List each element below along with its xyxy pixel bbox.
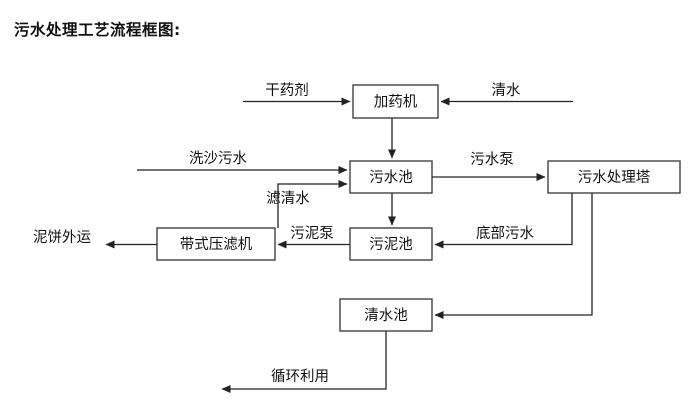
- edge-label-mud-cake-out: 泥饼外运: [33, 229, 91, 246]
- node-sludge-pool[interactable]: 污泥池: [349, 227, 433, 261]
- edge-label-recycle-reuse: 循环利用: [271, 368, 329, 385]
- node-sludge-pool-box: [349, 227, 433, 261]
- connector-tower-to-sludge-pool: [434, 193, 573, 249]
- node-belt-filter-press-label: 带式压滤机: [180, 236, 253, 253]
- connector-tower-to-clear-water-pool: [434, 193, 593, 320]
- node-sludge-pool-label: 污泥池: [369, 236, 413, 253]
- node-dosing-machine-box: [352, 84, 439, 119]
- node-sewage-pool-box: [349, 160, 433, 194]
- node-treatment-tower-label: 污水处理塔: [578, 169, 651, 186]
- edge-label-filtered-water: 滤清水: [266, 190, 310, 207]
- edge-label-bottom-sewage: 底部污水: [476, 225, 534, 242]
- page-title: 污水处理工艺流程框图:: [14, 21, 181, 39]
- node-sewage-pool-label: 污水池: [369, 169, 413, 186]
- edge-label-sewage-pump: 污水泵: [470, 151, 514, 168]
- node-sewage-pool[interactable]: 污水池: [349, 160, 433, 194]
- connector-filtered-water-to-sewage-pool: [277, 179, 348, 228]
- edge-label-dry-agent: 干药剂: [265, 82, 309, 99]
- node-treatment-tower[interactable]: 污水处理塔: [547, 160, 681, 194]
- node-dosing-machine[interactable]: 加药机: [352, 84, 439, 119]
- edge-label-sludge-pump: 污泥泵: [290, 225, 334, 242]
- node-dosing-machine-label: 加药机: [374, 94, 418, 111]
- edge-label-clean-water: 清水: [492, 82, 521, 99]
- edge-label-sand-wash-water: 洗沙污水: [189, 150, 247, 167]
- connector-clear-water-pool-to-reuse: [221, 331, 387, 394]
- node-belt-filter-press[interactable]: 带式压滤机: [156, 227, 276, 261]
- node-treatment-tower-box: [547, 160, 681, 194]
- node-clear-water-pool-label: 清水池: [364, 307, 408, 324]
- node-clear-water-pool[interactable]: 清水池: [339, 298, 433, 332]
- node-clear-water-pool-box: [339, 298, 433, 332]
- node-belt-filter-press-box: [156, 227, 276, 261]
